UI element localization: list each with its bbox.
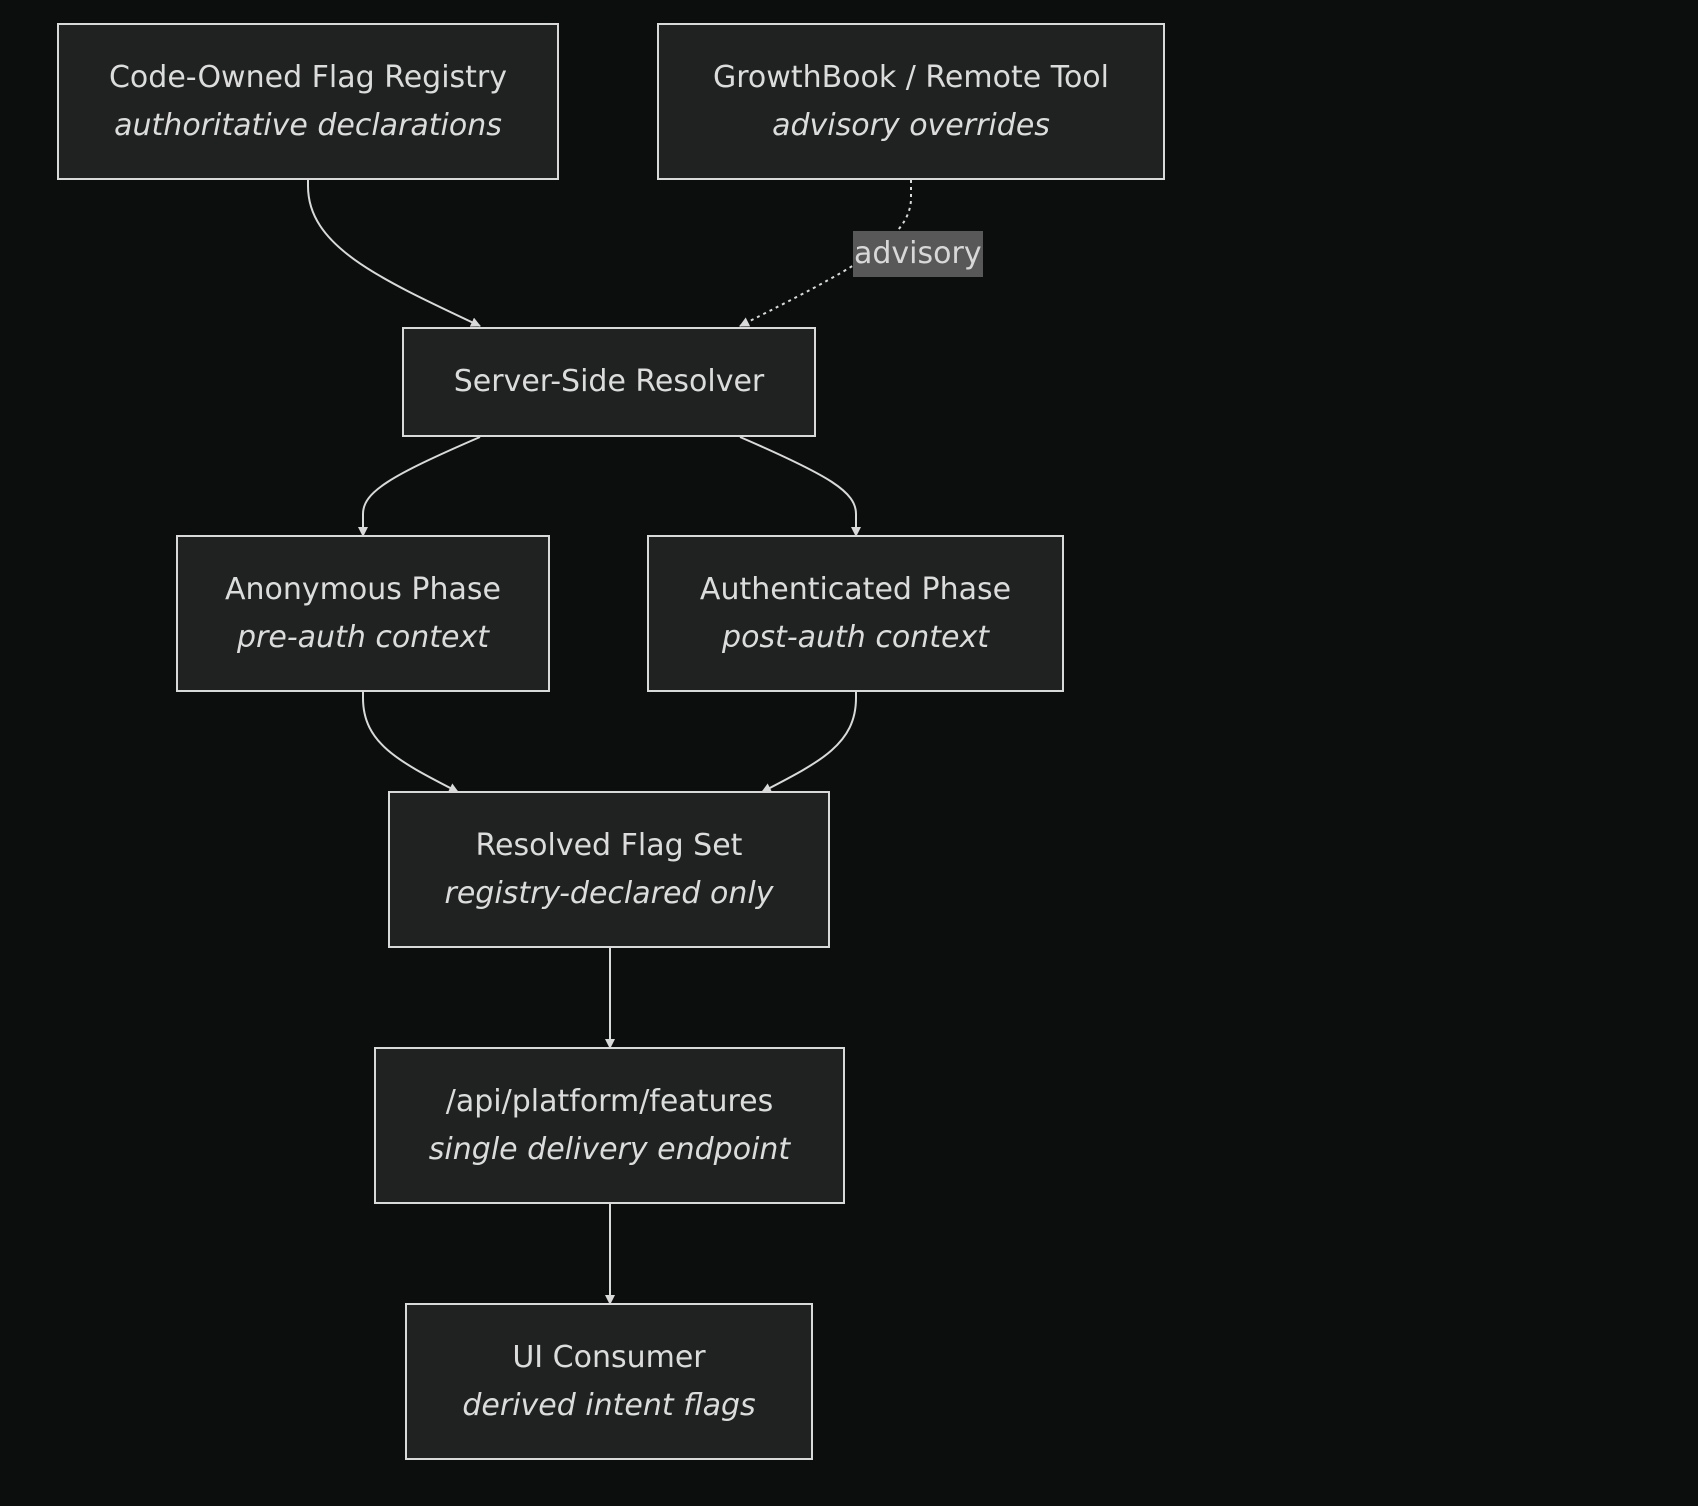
- node-title: GrowthBook / Remote Tool: [713, 59, 1109, 95]
- node-authenticated-phase: Authenticated Phase post-auth context: [647, 535, 1064, 692]
- node-title: Code-Owned Flag Registry: [108, 59, 508, 95]
- node-server-side-resolver: Server-Side Resolver: [402, 327, 816, 437]
- node-title: Anonymous Phase: [225, 571, 501, 607]
- node-ui-consumer: UI Consumer derived intent flags: [405, 1303, 813, 1460]
- node-anonymous-phase: Anonymous Phase pre-auth context: [176, 535, 550, 692]
- edge-resolver-to-anonymous: [358, 436, 481, 537]
- edge-resolver-to-authenticated: [739, 436, 861, 537]
- edge-registry-to-resolver: [307, 180, 481, 327]
- node-resolved-flag-set: Resolved Flag Set registry-declared only: [388, 791, 830, 948]
- node-subtitle: derived intent flags: [462, 1387, 756, 1423]
- node-subtitle: single delivery endpoint: [428, 1131, 791, 1167]
- node-subtitle: post-auth context: [722, 619, 989, 655]
- node-subtitle: advisory overrides: [772, 107, 1050, 143]
- node-title: Resolved Flag Set: [475, 827, 743, 863]
- node-title: Server-Side Resolver: [453, 364, 765, 399]
- node-subtitle: pre-auth context: [237, 619, 489, 655]
- node-subtitle: authoritative declarations: [114, 107, 502, 143]
- node-title: UI Consumer: [512, 1339, 706, 1375]
- node-subtitle: registry-declared only: [444, 875, 774, 911]
- node-growthbook-remote-tool: GrowthBook / Remote Tool advisory overri…: [657, 23, 1165, 180]
- node-title: Authenticated Phase: [699, 571, 1012, 607]
- edge-label-advisory: advisory: [853, 231, 983, 277]
- edge-anonymous-to-resolved: [362, 692, 459, 793]
- node-api-platform-features: /api/platform/features single delivery e…: [374, 1047, 845, 1204]
- node-code-owned-flag-registry: Code-Owned Flag Registry authoritative d…: [57, 23, 559, 180]
- edge-authenticated-to-resolved: [761, 692, 857, 793]
- node-title: /api/platform/features: [445, 1083, 774, 1119]
